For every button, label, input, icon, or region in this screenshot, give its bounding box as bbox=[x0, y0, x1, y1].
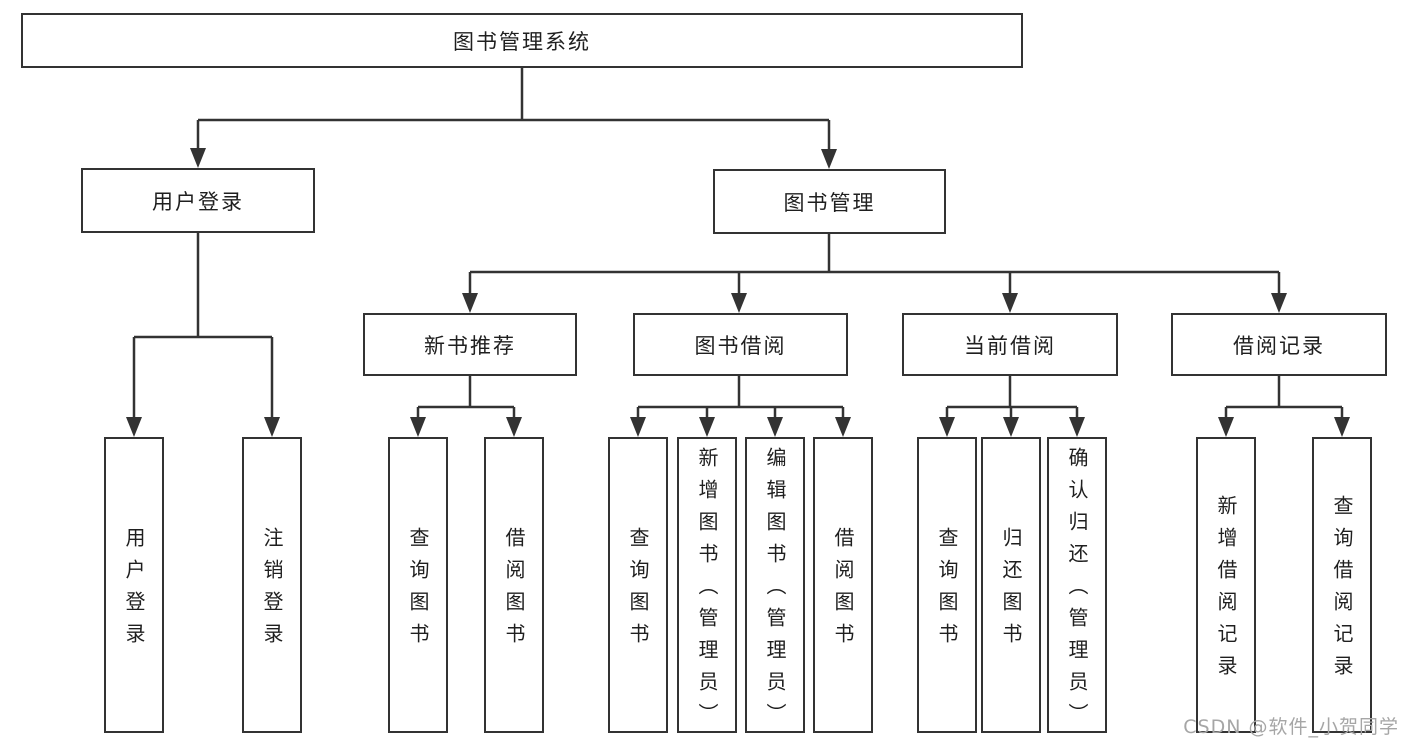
node-book-management: 图书管理 bbox=[713, 169, 946, 234]
node-book-borrowing: 图书借阅 bbox=[633, 313, 848, 376]
leaf-add-book-admin: 新增图书（管理员） bbox=[677, 437, 737, 735]
node-current-borrowing: 当前借阅 bbox=[902, 313, 1118, 376]
node-user-login: 用户登录 bbox=[81, 168, 315, 233]
leaf-logout: 注销登录 bbox=[242, 437, 302, 733]
leaf-query-books-current-label: 查询图书 bbox=[935, 527, 959, 655]
node-library-system: 图书管理系统 bbox=[21, 13, 1023, 68]
leaf-add-borrow-record-label: 新增借阅记录 bbox=[1214, 495, 1238, 687]
leaf-user-login-label: 用户登录 bbox=[122, 527, 146, 655]
node-borrowing-records-label: 借阅记录 bbox=[1233, 333, 1325, 358]
leaf-borrow-books-recommend-label: 借阅图书 bbox=[502, 527, 526, 655]
leaf-borrow-books-borrowing: 借阅图书 bbox=[813, 437, 873, 733]
leaf-confirm-return-admin: 确认归还（管理员） bbox=[1047, 437, 1107, 735]
watermark: CSDN @软件_小贺同学 bbox=[1183, 716, 1399, 738]
leaf-logout-label: 注销登录 bbox=[260, 527, 284, 655]
leaf-edit-book-admin-label: 编辑图书（管理员） bbox=[763, 447, 787, 735]
node-current-borrowing-label: 当前借阅 bbox=[964, 333, 1056, 358]
node-borrowing-records: 借阅记录 bbox=[1171, 313, 1387, 376]
leaf-user-login: 用户登录 bbox=[104, 437, 164, 733]
leaf-query-books-recommend: 查询图书 bbox=[388, 437, 448, 733]
leaf-return-books-label: 归还图书 bbox=[999, 527, 1023, 655]
leaf-query-books-borrowing-label: 查询图书 bbox=[626, 527, 650, 655]
connector-path bbox=[132, 68, 1344, 421]
leaf-query-books-borrowing: 查询图书 bbox=[608, 437, 668, 733]
leaf-query-borrow-record: 查询借阅记录 bbox=[1312, 437, 1372, 733]
leaf-return-books: 归还图书 bbox=[981, 437, 1041, 733]
node-new-book-recommend-label: 新书推荐 bbox=[424, 333, 516, 358]
node-book-borrowing-label: 图书借阅 bbox=[694, 333, 787, 358]
leaf-edit-book-admin: 编辑图书（管理员） bbox=[745, 437, 805, 735]
node-book-management-label: 图书管理 bbox=[783, 190, 876, 215]
node-new-book-recommend: 新书推荐 bbox=[363, 313, 577, 376]
leaf-query-books-current: 查询图书 bbox=[917, 437, 977, 733]
node-user-login-label: 用户登录 bbox=[152, 189, 244, 214]
leaf-borrow-books-recommend: 借阅图书 bbox=[484, 437, 544, 733]
leaf-borrow-books-borrowing-label: 借阅图书 bbox=[831, 527, 855, 655]
leaf-confirm-return-admin-label: 确认归还（管理员） bbox=[1065, 447, 1089, 735]
leaf-add-borrow-record: 新增借阅记录 bbox=[1196, 437, 1256, 733]
leaf-query-books-recommend-label: 查询图书 bbox=[406, 527, 430, 655]
leaf-add-book-admin-label: 新增图书（管理员） bbox=[695, 447, 719, 735]
leaf-query-borrow-record-label: 查询借阅记录 bbox=[1330, 495, 1354, 687]
node-library-system-label: 图书管理系统 bbox=[453, 29, 591, 54]
